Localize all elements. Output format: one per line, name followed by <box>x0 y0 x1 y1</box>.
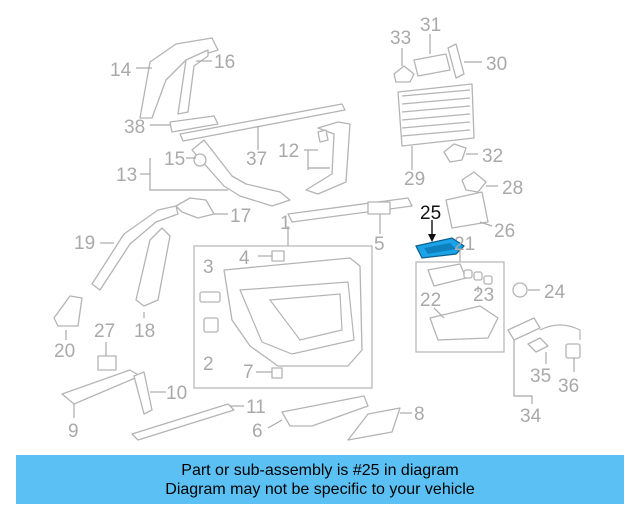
callout-35: 35 <box>530 366 551 387</box>
callout-17: 17 <box>230 206 251 227</box>
callout-32: 32 <box>482 146 503 167</box>
pillar-trim-part <box>136 37 219 133</box>
callout-8: 8 <box>414 404 425 425</box>
callout-15: 15 <box>164 149 185 170</box>
callout-22: 22 <box>420 290 441 311</box>
left-trim-parts <box>53 197 228 340</box>
callout-31: 31 <box>420 15 441 36</box>
callout-36: 36 <box>558 376 579 397</box>
callout-4: 4 <box>239 248 250 269</box>
callout-2: 2 <box>203 354 214 375</box>
callout-34: 34 <box>520 406 542 427</box>
callout-11: 11 <box>246 397 266 418</box>
callout-33: 33 <box>390 28 411 49</box>
door-panel-group <box>193 226 373 389</box>
callout-labels: 1 2 3 4 5 6 7 8 9 10 11 12 13 14 15 16 1… <box>54 15 579 442</box>
callout-14: 14 <box>110 60 132 81</box>
callout-3: 3 <box>203 257 214 278</box>
callout-16: 16 <box>214 52 235 73</box>
callout-21: 21 <box>454 234 475 255</box>
banner-line-1: Part or sub-assembly is #25 in diagram <box>181 461 459 479</box>
info-banner: Part or sub-assembly is #25 in diagram D… <box>16 455 624 504</box>
callout-24: 24 <box>544 282 566 303</box>
callout-6: 6 <box>252 421 263 442</box>
callout-5: 5 <box>374 234 385 255</box>
switch-group <box>415 250 540 353</box>
callout-18: 18 <box>134 321 155 342</box>
door-handle-strip-part <box>287 197 413 234</box>
callout-20: 20 <box>54 341 75 362</box>
b-pillar-trim-part <box>140 121 351 207</box>
callout-28: 28 <box>502 178 523 199</box>
callout-29: 29 <box>404 169 425 190</box>
banner-line-2: Diagram may not be specific to your vehi… <box>165 480 475 498</box>
sill-strip-part <box>179 103 346 150</box>
callout-27: 27 <box>94 321 115 342</box>
callout-19: 19 <box>74 233 95 254</box>
callout-12: 12 <box>278 141 299 162</box>
callout-38: 38 <box>124 117 145 138</box>
callout-10: 10 <box>166 383 187 404</box>
lower-trim-parts <box>61 342 412 441</box>
upper-right-parts <box>393 34 498 229</box>
highlighted-part-25[interactable] <box>415 220 465 259</box>
callout-1: 1 <box>280 213 291 234</box>
callout-13: 13 <box>116 165 137 186</box>
callout-23: 23 <box>473 285 494 306</box>
callout-26: 26 <box>494 221 515 242</box>
callout-30: 30 <box>486 54 507 75</box>
parts-diagram: 1 2 3 4 5 6 7 8 9 10 11 12 13 14 15 16 1… <box>53 15 581 442</box>
callout-37: 37 <box>246 149 267 170</box>
lower-right-parts <box>507 317 581 404</box>
callout-7: 7 <box>243 362 254 383</box>
callout-25-highlighted[interactable]: 25 <box>420 203 441 224</box>
callout-9: 9 <box>68 421 79 442</box>
